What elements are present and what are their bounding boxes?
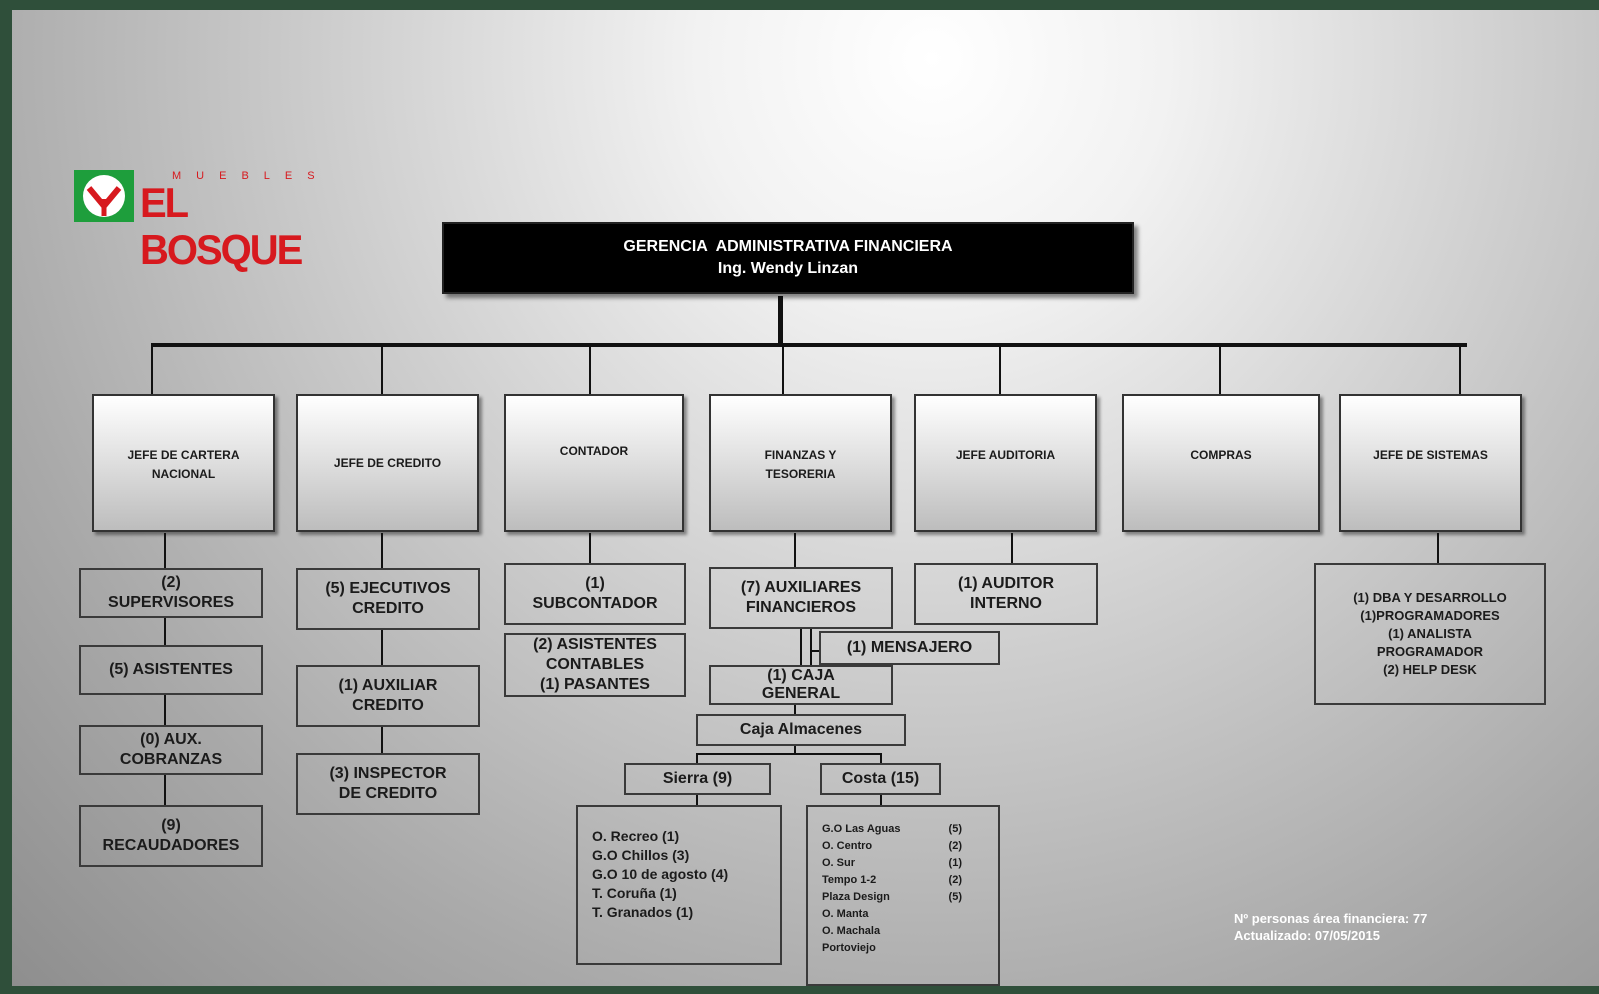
el-bosque-logo: MUEBLES EL BOSQUE <box>74 170 334 273</box>
connector <box>1437 533 1439 563</box>
connector <box>1011 533 1013 563</box>
connector <box>1459 343 1461 395</box>
connector <box>589 343 591 395</box>
list-item: Tempo 1-2(2) <box>822 874 962 886</box>
connector <box>810 650 820 652</box>
list-item: Plaza Design(5) <box>822 891 962 903</box>
list-item: (2) HELP DESK <box>1383 662 1477 677</box>
dept-jefe-credito: JEFE DE CREDITO <box>296 394 479 532</box>
head-box: GERENCIA ADMINISTRATIVA FINANCIERA Ing. … <box>442 222 1134 294</box>
node-asistentes: (5) ASISTENTES <box>79 645 263 695</box>
dept-jefe-auditoria: JEFE AUDITORIA <box>914 394 1097 532</box>
list-item: Portoviejo <box>822 942 876 954</box>
sierra-offices-list: O. Recreo (1) G.O Chillos (3) G.O 10 de … <box>576 805 782 965</box>
connector <box>164 695 166 725</box>
connector <box>164 533 166 568</box>
logo-mark-icon <box>74 170 134 222</box>
connector <box>1219 343 1221 395</box>
list-item: G.O Chillos (3) <box>592 847 690 863</box>
connector <box>589 533 591 563</box>
connector <box>696 753 698 763</box>
dept-jefe-sistemas: JEFE DE SISTEMAS <box>1339 394 1522 532</box>
connector <box>164 775 166 805</box>
connector <box>794 533 796 567</box>
node-subcontador: (1) SUBCONTADOR <box>504 563 686 625</box>
node-aux-cobranzas: (0) AUX. COBRANZAS <box>79 725 263 775</box>
list-item: T. Coruña (1) <box>592 885 677 901</box>
connector <box>381 343 383 395</box>
dept-finanzas: FINANZAS Y TESORERIA <box>709 394 892 532</box>
head-name: Ing. Wendy Linzan <box>717 260 859 277</box>
node-auditor-interno: (1) AUDITOR INTERNO <box>914 563 1098 625</box>
list-item: PROGRAMADOR <box>1376 644 1484 659</box>
node-supervisores: (2) SUPERVISORES <box>79 568 263 618</box>
list-item: G.O Las Aguas(5) <box>822 823 962 835</box>
updated-date: Actualizado: 07/05/2015 <box>1234 928 1380 943</box>
list-item: (1) DBA Y DESARROLLO <box>1353 590 1507 605</box>
node-mensajero: (1) MENSAJERO <box>819 631 1000 665</box>
dept-jefe-cartera: JEFE DE CARTERA NACIONAL <box>92 394 275 532</box>
logo-brand-main: EL BOSQUE <box>140 180 303 274</box>
list-item: (1)PROGRAMADORES <box>1360 608 1500 623</box>
list-item: O. Sur(1) <box>822 857 962 869</box>
connector <box>696 753 882 755</box>
node-ejecutivos-credito: (5) EJECUTIVOS CREDITO <box>296 568 480 630</box>
list-item: (1) ANALISTA <box>1388 626 1472 641</box>
dept-contador: CONTADOR <box>504 394 684 532</box>
total-personnel: Nº personas área financiera: 77 <box>1234 911 1428 926</box>
node-caja-general: (1) CAJA GENERAL <box>709 665 893 705</box>
connector <box>782 343 784 395</box>
list-item: G.O 10 de agosto (4) <box>592 866 729 882</box>
list-item: O. Machala <box>822 925 881 937</box>
connector <box>696 795 698 805</box>
node-sierra: Sierra (9) <box>624 763 771 795</box>
node-recaudadores: (9) RECAUDADORES <box>79 805 263 867</box>
list-item: T. Granados (1) <box>592 904 694 920</box>
list-item: O. Centro(2) <box>822 840 962 852</box>
node-auxiliar-credito: (1) AUXILIAR CREDITO <box>296 665 480 727</box>
connector <box>151 343 1467 347</box>
node-asistentes-contables: (2) ASISTENTES CONTABLES (1) PASANTES <box>504 633 686 697</box>
node-inspector-credito: (3) INSPECTOR DE CREDITO <box>296 753 480 815</box>
logo-brand-small: MUEBLES <box>172 170 330 182</box>
head-title: GERENCIA ADMINISTRATIVA FINANCIERA <box>623 238 953 255</box>
dept-compras: COMPRAS <box>1122 394 1320 532</box>
footer-stats: Nº personas área financiera: 77 Actualiz… <box>1234 910 1427 944</box>
list-item: O. Manta <box>822 908 869 920</box>
connector <box>381 630 383 665</box>
connector <box>164 618 166 645</box>
node-auxiliares-financieros: (7) AUXILIARES FINANCIEROS <box>709 567 893 629</box>
node-costa: Costa (15) <box>820 763 941 795</box>
sistemas-staff-list: (1) DBA Y DESARROLLO (1)PROGRAMADORES (1… <box>1314 563 1546 705</box>
list-item: O. Recreo (1) <box>592 828 680 844</box>
connector <box>880 795 882 805</box>
org-chart: MUEBLES EL BOSQUE GERENCIA ADMINISTRATIV… <box>12 10 1599 986</box>
connector <box>778 296 783 346</box>
node-caja-almacenes: Caja Almacenes <box>696 714 906 746</box>
connector <box>810 629 812 665</box>
connector <box>880 753 882 763</box>
connector <box>794 705 796 714</box>
costa-offices-list: G.O Las Aguas(5) O. Centro(2) O. Sur(1) … <box>806 805 1000 986</box>
connector <box>999 343 1001 395</box>
connector <box>794 746 796 754</box>
connector <box>381 727 383 753</box>
connector <box>800 629 802 665</box>
connector <box>151 343 153 395</box>
connector <box>381 533 383 568</box>
